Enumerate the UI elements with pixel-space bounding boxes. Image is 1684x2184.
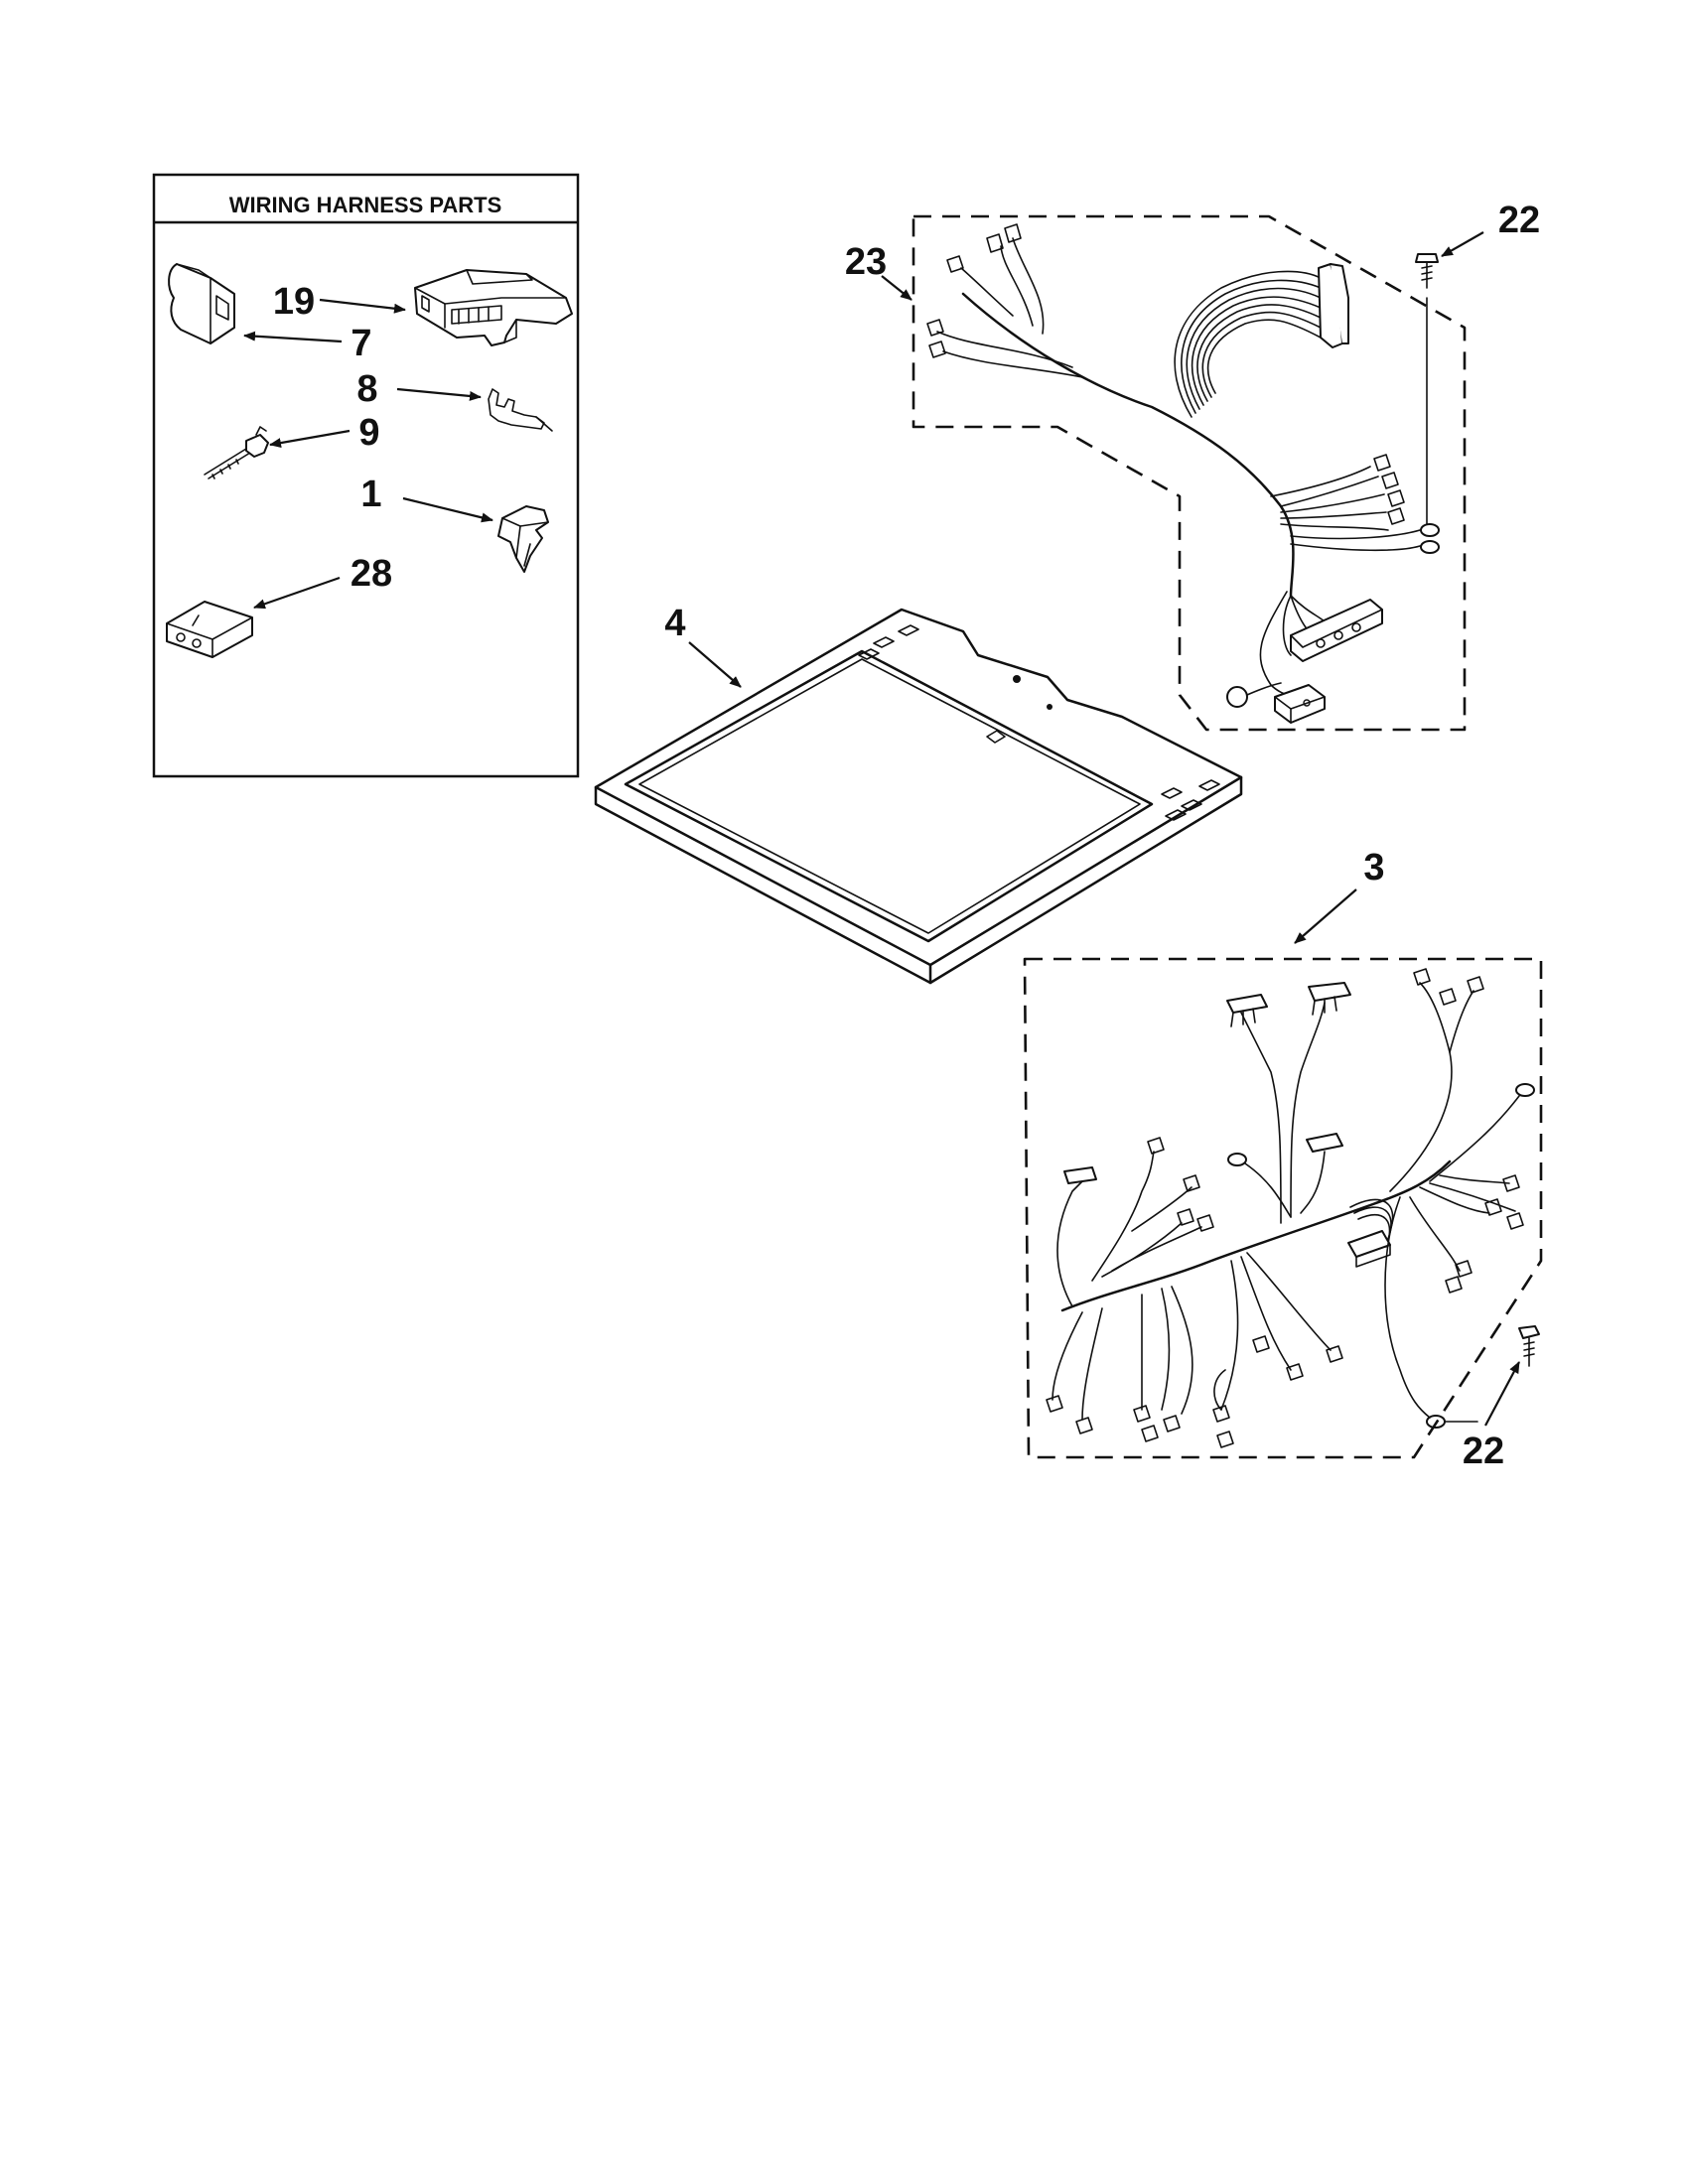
part-3-wiring-harness [1023, 957, 1543, 1459]
callout-1: 1 [360, 474, 381, 515]
screw-22-top [1415, 253, 1439, 289]
callout-28-leader [253, 576, 341, 610]
callout-7: 7 [351, 323, 371, 364]
callout-28: 28 [351, 553, 392, 595]
part-4-top-panel [594, 608, 1243, 985]
callout-19-leader [319, 298, 406, 314]
callout-22-top-leader [1441, 231, 1484, 257]
callout-7-leader [243, 331, 343, 343]
part-7-connector-housing [168, 263, 235, 344]
box-title: WIRING HARNESS PARTS [229, 193, 502, 217]
part-19-multi-pin-block [414, 269, 573, 346]
callout-1-leader [402, 496, 493, 523]
part-28-connector-block [166, 601, 253, 658]
callout-22-bottom-leader [1484, 1361, 1520, 1427]
callout-3: 3 [1363, 847, 1384, 888]
callout-4: 4 [664, 603, 685, 644]
part-23-wiring-harness [912, 214, 1467, 732]
screw-22-bottom [1518, 1325, 1540, 1367]
callout-9: 9 [358, 412, 379, 454]
part-1-clip [497, 505, 549, 573]
part-9-cable-tie [204, 426, 269, 479]
callout-8: 8 [356, 368, 377, 410]
callout-9-leader [269, 429, 351, 449]
callout-8-leader [396, 387, 482, 401]
callout-23-leader [881, 275, 912, 301]
wiring-harness-parts-box: WIRING HARNESS PARTS [152, 173, 580, 778]
callout-4-leader [688, 641, 742, 688]
callout-22-top: 22 [1498, 200, 1540, 241]
callout-3-leader [1294, 888, 1357, 944]
callout-22-bottom: 22 [1463, 1431, 1504, 1472]
part-8-terminal [488, 388, 553, 432]
callout-19: 19 [273, 281, 315, 323]
callout-23: 23 [845, 241, 887, 283]
